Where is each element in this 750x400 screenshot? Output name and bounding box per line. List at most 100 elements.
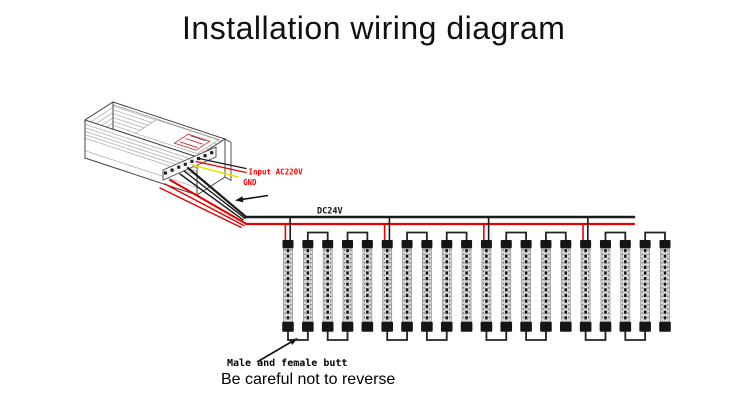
strip-bottom-connector: [559, 321, 572, 332]
input-wire-red: [195, 160, 247, 174]
sticker-text-line: [190, 135, 206, 142]
strip-bottom-connector: [421, 321, 433, 332]
heating-strip: [559, 240, 572, 332]
butt-jumper-bottom: [287, 331, 309, 341]
strip-bottom-connector: [480, 321, 493, 332]
heating-strip: [421, 240, 433, 332]
fin-line: [85, 131, 197, 169]
butt-jumper-bottom: [525, 331, 547, 341]
heating-strip: [579, 240, 592, 332]
strip-bottom-connector: [599, 321, 612, 332]
strips: [282, 240, 671, 332]
butt-jumper-top: [346, 231, 369, 241]
strip-bottom-connector: [381, 321, 394, 332]
butt-jumper-top: [644, 231, 666, 241]
strip-bottom-connector: [302, 321, 314, 332]
arrow-head: [235, 196, 244, 203]
strip-bottom-connector: [639, 321, 651, 332]
butt-jumper-top: [406, 231, 428, 241]
heating-strip: [520, 240, 532, 332]
psu-terminal-block: [162, 146, 217, 181]
butt-jumper-bottom: [425, 331, 448, 341]
strip-top-connector: [322, 240, 334, 249]
sticker-spec-box: [173, 133, 211, 151]
strip-top-connector: [599, 240, 611, 249]
butt-jumper-bottom: [386, 331, 408, 341]
heating-strip: [540, 240, 552, 332]
heating-strip: [341, 240, 354, 332]
strip-top-connector: [480, 240, 492, 249]
dc-wire-red: [159, 187, 242, 229]
strip-bottom-connector: [361, 321, 374, 332]
strip-top-connector: [619, 240, 631, 249]
heating-strip: [381, 240, 394, 332]
heating-strip: [361, 240, 374, 332]
heating-strip: [282, 240, 294, 332]
terminal-screw: [210, 151, 214, 155]
psu-side-fins: [85, 124, 197, 188]
heating-strip: [440, 240, 453, 332]
terminal-screw: [183, 162, 187, 166]
strip-bottom-connector: [500, 321, 513, 332]
dc-wire-black: [183, 170, 246, 220]
strip-top-connector: [560, 240, 572, 249]
strip-bottom-connector: [341, 321, 354, 332]
power-supply-unit: [83, 101, 232, 196]
bundle-pointer-arrow: [235, 194, 269, 203]
ground-wire-yellow: [191, 164, 239, 178]
strip-top-connector: [441, 240, 453, 249]
terminal-screw: [177, 165, 181, 169]
heating-strip: [599, 240, 612, 332]
heating-strip: [460, 240, 473, 332]
arrow-shaft: [256, 340, 293, 363]
caution-note: Be careful not to reverse: [221, 371, 396, 388]
dc-wire-red: [169, 179, 247, 225]
dc24v-label: DC24V: [317, 207, 343, 217]
psu-edge-line: [112, 104, 226, 142]
butt-jumper-top: [604, 231, 627, 241]
page-title: Installation wiring diagram: [182, 10, 566, 46]
strip-top-connector: [282, 240, 294, 249]
strip-bottom-connector: [321, 321, 334, 332]
strip-bottom-connector: [520, 321, 532, 332]
terminal-screw: [203, 154, 207, 158]
strip-bottom-connector: [619, 321, 632, 332]
strip-top-connector: [342, 240, 354, 249]
heating-strip: [321, 240, 334, 332]
fin-line: [85, 127, 197, 165]
heating-strip: [401, 240, 413, 332]
arrow-head: [289, 338, 298, 345]
terminal-screw: [170, 168, 174, 172]
strip-top-connector: [659, 240, 671, 249]
strip-top-connector: [401, 240, 413, 249]
heating-strip: [619, 240, 632, 332]
butt-jumper-bottom: [584, 331, 607, 341]
heating-strip: [302, 240, 314, 332]
terminal-screw: [190, 159, 194, 163]
dc-wire-red: [164, 183, 245, 227]
dc-wire-black: [179, 173, 244, 221]
fin-line: [85, 150, 197, 188]
strip-bottom-connector: [440, 321, 453, 332]
heating-strip: [480, 240, 493, 332]
strip-top-connector: [639, 240, 651, 249]
input-wire-black: [198, 157, 247, 170]
strip-top-connector: [540, 240, 552, 249]
butt-jumper-bottom: [326, 331, 349, 341]
power-drop-wires: [284, 217, 589, 241]
sticker-red-line: [179, 141, 198, 149]
arrow-shaft: [240, 194, 269, 201]
sticker-red-line: [185, 138, 203, 145]
strip-top-connector: [461, 240, 473, 249]
strip-top-connector: [361, 240, 373, 249]
butt-jumper-bottom: [485, 331, 508, 341]
strip-top-connector: [381, 240, 393, 249]
strip-top-connector: [302, 240, 314, 249]
butt-jumper-bottom: [624, 331, 647, 341]
butt-jumper-top: [505, 231, 528, 241]
strip-bottom-connector: [282, 321, 294, 332]
strip-top-connector: [520, 240, 532, 249]
strip-top-connector: [500, 240, 512, 249]
